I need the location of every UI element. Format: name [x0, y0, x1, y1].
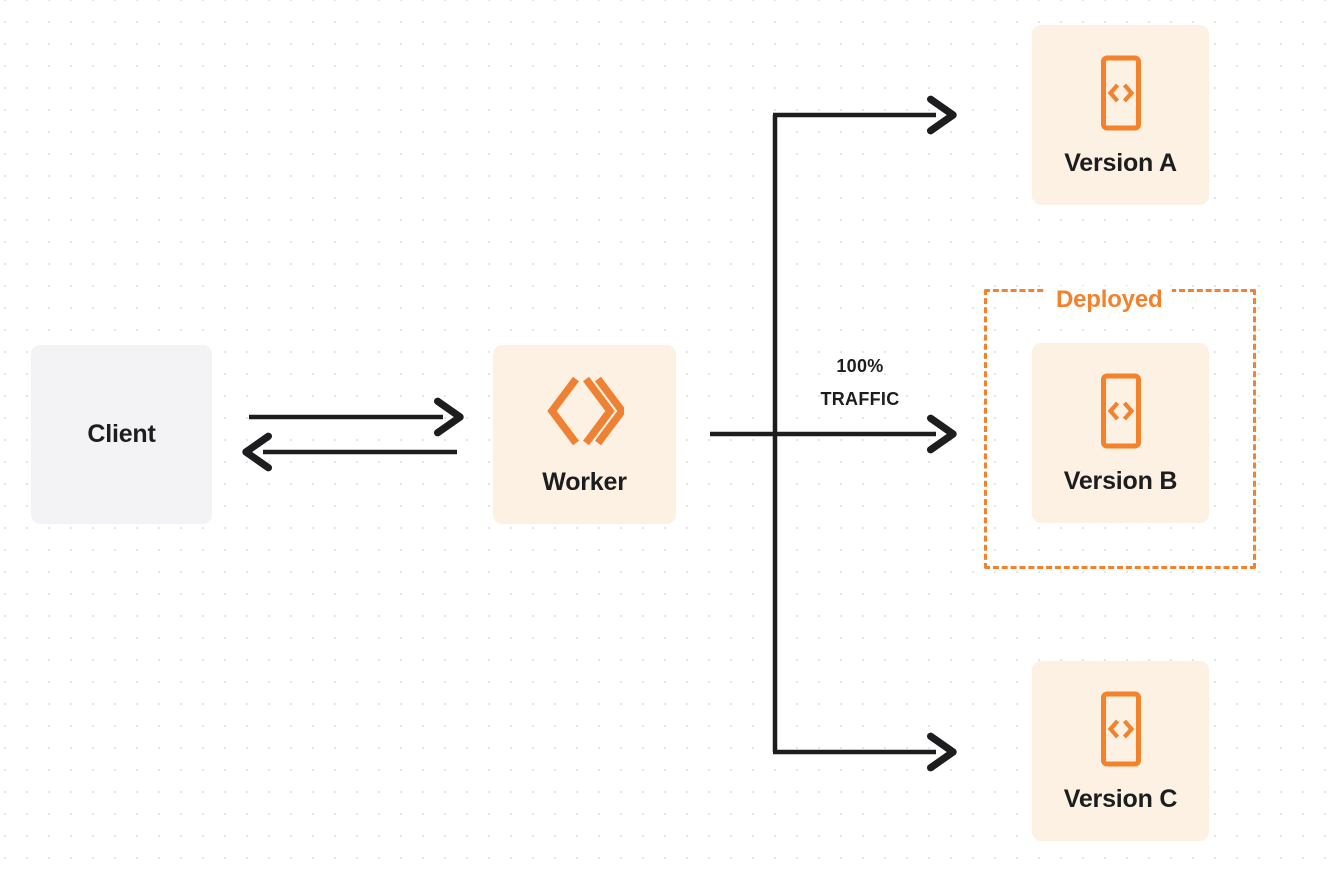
node-worker-label: Worker — [542, 468, 627, 496]
node-version-b[interactable]: Version B — [1032, 343, 1209, 523]
traffic-percent: 100% — [836, 356, 884, 376]
cloudflare-workers-logo-icon — [546, 374, 627, 448]
node-version-c[interactable]: Version C — [1032, 661, 1209, 841]
node-worker[interactable]: Worker — [493, 345, 676, 524]
node-version-a-label: Version A — [1064, 148, 1177, 177]
code-document-icon — [1091, 373, 1151, 449]
deployed-group-label: Deployed — [1046, 286, 1173, 314]
node-client[interactable]: Client — [31, 345, 212, 524]
traffic-caption: TRAFFIC — [820, 389, 900, 409]
traffic-label: 100% TRAFFIC — [790, 350, 930, 416]
node-version-a[interactable]: Version A — [1032, 25, 1209, 205]
code-document-icon — [1091, 691, 1151, 767]
node-version-c-label: Version C — [1063, 784, 1178, 813]
node-client-label: Client — [87, 420, 156, 448]
node-version-b-label: Version B — [1063, 466, 1178, 495]
code-document-icon — [1091, 55, 1151, 131]
